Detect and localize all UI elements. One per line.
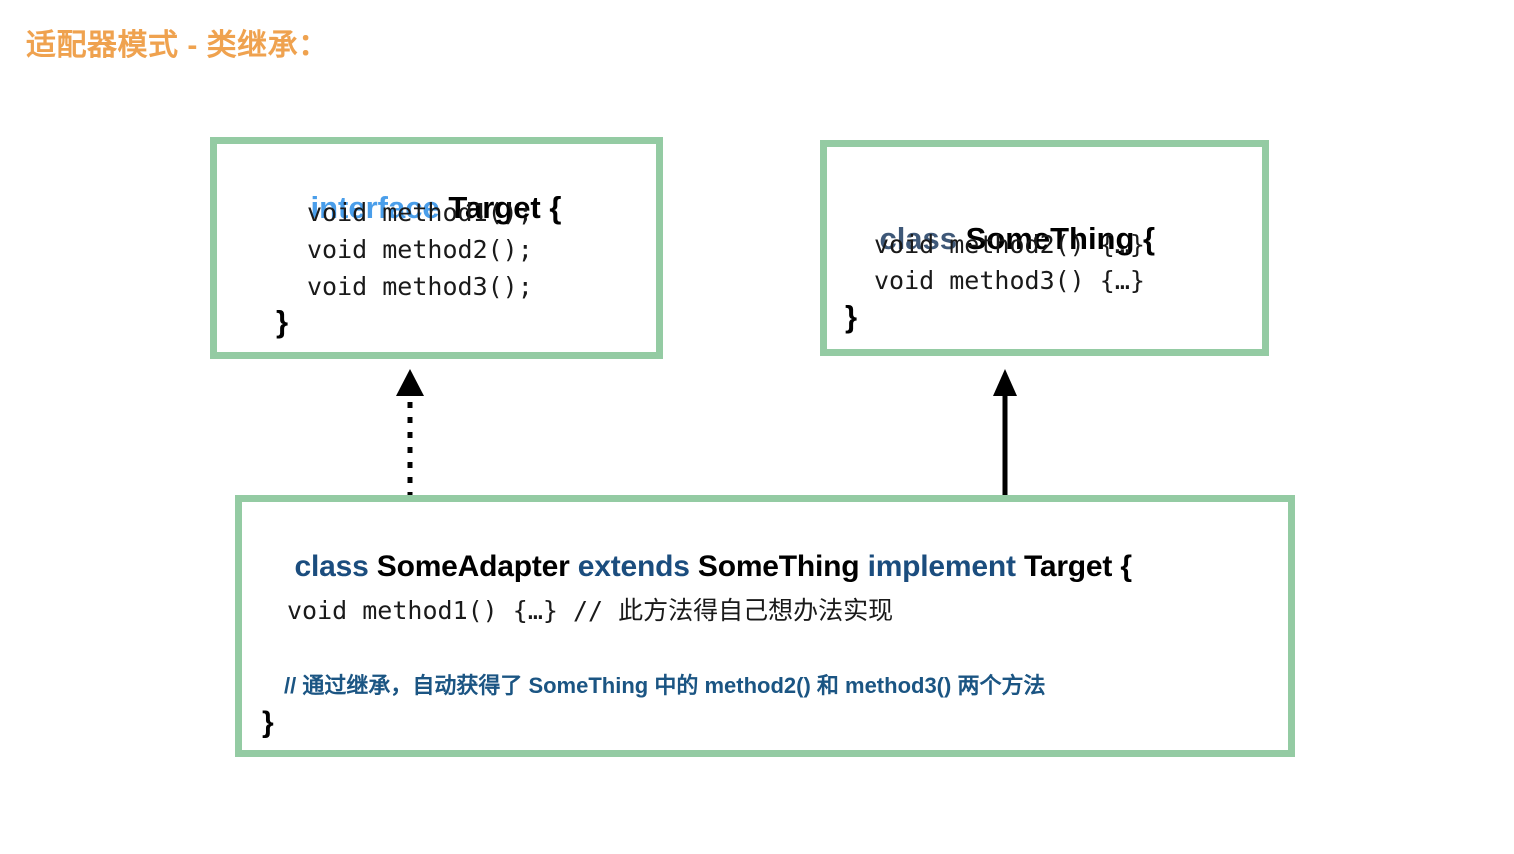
adapter-closing-brace: } [262,706,274,739]
extends-arrow-head [993,369,1017,396]
keyword-implement: implement [867,550,1016,583]
keyword-class: class [879,221,958,256]
adapter-comment-line: // 通过继承，自动获得了 SomeThing 中的 method2() 和 m… [284,673,1046,698]
something-closing-brace: } [845,299,858,334]
extends-arrow [993,369,1017,498]
implements-arrow [396,369,424,498]
class-box-adapter: class SomeAdapter extends SomeThing impl… [235,495,1295,757]
implements-arrow-head [396,369,424,396]
target-method-line-3: void method3(); [307,272,533,301]
adapter-interface-name: Target [1023,550,1113,583]
target-method-line-1: void method1(); [307,198,533,227]
target-type-name: Target { [448,190,562,225]
class-box-something: class SomeThing { void method2() {…} voi… [820,140,1269,356]
target-header: interface Target { [276,154,561,262]
adapter-impl-line: void method1() {…} // 此方法得自己想办法实现 [287,596,894,625]
keyword-class: class [294,550,369,583]
something-method-line-2: void method3() {…} [874,266,1145,295]
adapter-type-name: SomeAdapter [376,550,570,583]
keyword-extends: extends [577,550,690,583]
something-type-name: SomeThing { [965,221,1156,256]
class-box-target: interface Target { void method1(); void … [210,137,663,359]
adapter-super-name: SomeThing [697,550,860,583]
adapter-open-brace: { [1120,550,1132,583]
adapter-header: class SomeAdapter extends SomeThing impl… [262,516,1132,618]
something-header: class SomeThing { [845,185,1155,293]
page-title: 适配器模式 - 类继承： [26,29,329,62]
something-method-line-1: void method2() {…} [874,230,1145,259]
target-method-line-2: void method2(); [307,235,533,264]
target-closing-brace: } [276,304,289,339]
keyword-interface: interface [310,190,440,225]
